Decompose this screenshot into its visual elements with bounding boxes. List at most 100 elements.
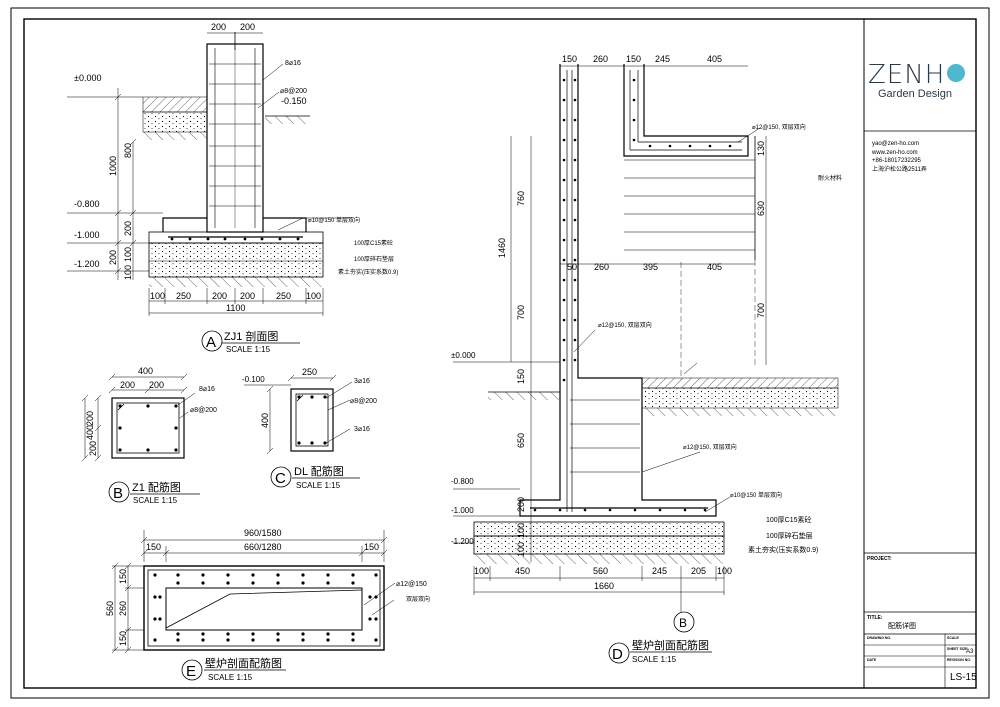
dim: 405: [707, 262, 722, 272]
dim: 200: [120, 380, 135, 390]
project-label: PROJECT:: [867, 556, 892, 562]
view-c-title: C DL 配筋图 SCALE 1:15: [270, 464, 360, 490]
total-dim: 1660: [594, 581, 614, 591]
elevation: -1.000: [451, 506, 474, 515]
vdim: 650: [516, 433, 526, 448]
elevation: -0.150: [281, 96, 307, 106]
layer-note: 100厚C15素砼: [354, 239, 393, 247]
dim: 960/1580: [244, 528, 282, 538]
vdim: 1460: [497, 238, 507, 258]
view-b-section: [81, 373, 196, 462]
rebar-note: 8⌀16: [199, 386, 215, 393]
elevation: -1.200: [74, 259, 100, 269]
view-title: Z1 配筋图: [132, 480, 181, 494]
material-note: 耐火材料: [818, 174, 842, 182]
rebar-note: ⌀10@150 单层双向: [308, 216, 360, 224]
rebar-note: ⌀12@150, 双层双向: [683, 443, 737, 451]
sheet-size-label: SHEET SIZE: [947, 647, 968, 651]
view-title: 壁炉剖面配筋图: [632, 638, 709, 652]
view-d-section: [453, 64, 839, 633]
inner-frame: [23, 18, 977, 689]
rebar-note: ⌀12@150: [396, 581, 427, 588]
e-rebar-dots: [153, 573, 378, 642]
outer-frame: [10, 7, 990, 699]
view-e-section: [111, 530, 396, 654]
vdim: 800: [123, 143, 133, 158]
dim: 200: [149, 380, 164, 390]
dim: 450: [515, 566, 530, 576]
vdim: 400: [85, 425, 95, 440]
vdim: 760: [516, 191, 526, 206]
dim: 405: [707, 54, 722, 64]
layer-note: 100厚碎石垫层: [766, 531, 813, 540]
dim: 100: [474, 566, 489, 576]
layer-note: 100厚碎石垫层: [354, 255, 394, 263]
title-label: TITLE:: [867, 615, 883, 621]
dim: 245: [655, 54, 670, 64]
view-scale: SCALE 1:15: [133, 496, 178, 505]
vdim: 1000: [108, 156, 118, 176]
vdim: 200: [88, 441, 98, 456]
date-label: DATE: [867, 658, 877, 662]
layer-note: 100厚C15素砼: [766, 515, 812, 524]
brand-name: ZENH: [868, 60, 974, 90]
contact-info: yao@zen-ho.com www.zen-ho.com +86-180172…: [872, 140, 927, 174]
dim: 400: [138, 366, 153, 376]
title-value: 配筋详图: [888, 623, 916, 630]
dim: 260: [594, 262, 609, 272]
elevation: ±0.000: [74, 73, 101, 83]
rebar-note: ⌀8@200: [190, 407, 217, 414]
vdim: 400: [260, 413, 270, 428]
layer-note: 素土夯实(压实系数0.9): [338, 268, 398, 276]
view-a-labels: 200 200 ±0.000 -0.800 -1.000 -1.200 -0.1…: [74, 22, 398, 313]
elevation: -1.200: [451, 537, 474, 546]
vdim: 100: [516, 542, 526, 557]
rebar-note: 8⌀16: [285, 60, 301, 67]
view-letter: A: [206, 334, 216, 351]
sheet-number: LS-15: [950, 672, 977, 683]
rebar-note: ⌀12@150, 双层双向: [598, 321, 652, 329]
dim: 205: [691, 566, 706, 576]
sheet-size-value: A3: [966, 649, 974, 655]
layer-note: 素土夯实(压实系数0.9): [748, 545, 818, 554]
view-title: 壁炉剖面配筋图: [205, 656, 282, 670]
brand-subtitle: Garden Design: [878, 88, 952, 100]
dim: 150: [562, 54, 577, 64]
view-scale: SCALE 1:15: [632, 655, 677, 664]
dim: 100: [150, 291, 165, 301]
view-e-title: E 壁炉剖面配筋图 SCALE 1:15: [181, 656, 286, 682]
vdim: 700: [516, 305, 526, 320]
rebar-note: ⌀12@150, 双层双向: [752, 123, 806, 131]
dim: 50: [567, 262, 577, 272]
dim: 200: [211, 22, 226, 32]
view-letter: C: [275, 470, 286, 487]
elevation: -1.000: [74, 230, 100, 240]
rebar-note: 3⌀16: [354, 378, 370, 385]
vdim: 130: [756, 141, 766, 156]
elevation: -0.100: [242, 375, 265, 384]
vdim: 200: [123, 221, 133, 236]
vdim: 260: [118, 601, 128, 616]
view-d-title: D 壁炉剖面配筋图 SCALE 1:15: [608, 638, 712, 664]
drawing-no-label: DRAWING NO.: [867, 636, 892, 640]
vdim: 200: [108, 250, 118, 265]
view-letter: D: [612, 646, 623, 663]
dim: 560: [593, 566, 608, 576]
brand-logo: ZENH Garden Design: [868, 60, 974, 100]
vdim: 150: [118, 631, 128, 646]
dim: 660/1280: [244, 542, 282, 552]
contact-address: 上海沪松公路2511弄: [872, 166, 927, 173]
dim: 200: [212, 291, 227, 301]
contact-web: www.zen-ho.com: [872, 149, 918, 156]
view-b-labels: 400 200 200 400 200 200 8⌀16 ⌀8@200: [85, 366, 217, 456]
dim: 200: [240, 291, 255, 301]
revision-label: REVISION NO.: [947, 658, 971, 662]
vdim: 560: [105, 601, 115, 616]
elevation: ±0.000: [451, 351, 476, 360]
vdim: 700: [756, 303, 766, 318]
rebar-note: 双层双向: [406, 595, 430, 603]
total-dim: 1100: [226, 303, 245, 313]
contact-email: yao@zen-ho.com: [872, 141, 920, 147]
view-b-title: B Z1 配筋图 SCALE 1:15: [108, 480, 200, 505]
